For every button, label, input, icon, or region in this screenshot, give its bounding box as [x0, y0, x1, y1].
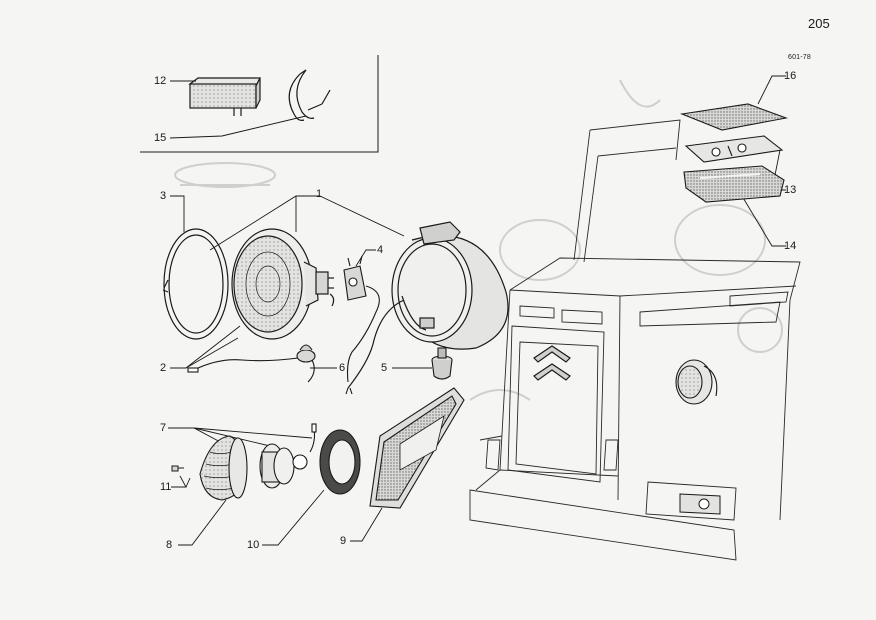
clip-band-part-15	[288, 69, 331, 121]
ghost-background-sketch	[174, 79, 783, 401]
headlamp-shell-part-1	[347, 221, 509, 389]
callout-16: 16	[784, 70, 797, 82]
bulb-holder-part-4	[343, 255, 380, 395]
callout-14: 14	[784, 240, 797, 252]
chevron-logo-icon	[533, 345, 571, 381]
bulb-socket-part-7	[259, 423, 317, 489]
page-number: 205	[808, 16, 830, 31]
roof-lamp-housing-part-14	[683, 165, 785, 203]
rectangular-lamp-part-9	[369, 387, 465, 509]
side-lamp-lens-part-8	[199, 435, 248, 501]
vehicle-headlamp	[675, 359, 718, 405]
callout-2: 2	[160, 362, 167, 374]
rim-ring-part-3	[162, 228, 229, 340]
callout-6: 6	[339, 362, 346, 374]
gasket-part-10	[319, 429, 361, 495]
drawing-reference: 601-78	[788, 54, 811, 61]
roof-lamp-lens-part-16	[679, 103, 789, 131]
callout-7: 7	[160, 422, 167, 434]
callout-5: 5	[381, 362, 388, 374]
callout-10: 10	[247, 539, 260, 551]
callout-8: 8	[166, 539, 173, 551]
roof-lamp-holder-part-13	[684, 135, 784, 163]
screw-part-11	[171, 465, 184, 472]
callout-11: 11	[160, 481, 172, 493]
grommet-part-5	[431, 347, 453, 380]
callout-13: 13	[784, 184, 797, 196]
callout-4: 4	[377, 244, 384, 256]
callout-3: 3	[160, 190, 167, 202]
callout-12: 12	[154, 75, 167, 87]
vehicle-front-outline	[469, 119, 801, 561]
relay-box-part-12	[188, 77, 261, 116]
vehicle-side-lamp	[679, 493, 721, 515]
callout-9: 9	[340, 535, 347, 547]
callout-15: 15	[154, 132, 167, 144]
headlamp-insert-part-2	[231, 228, 335, 340]
inset-frame	[140, 55, 379, 153]
leader-lines	[168, 75, 786, 546]
wire-grommet-part-6	[187, 344, 316, 383]
callout-1: 1	[316, 188, 323, 200]
